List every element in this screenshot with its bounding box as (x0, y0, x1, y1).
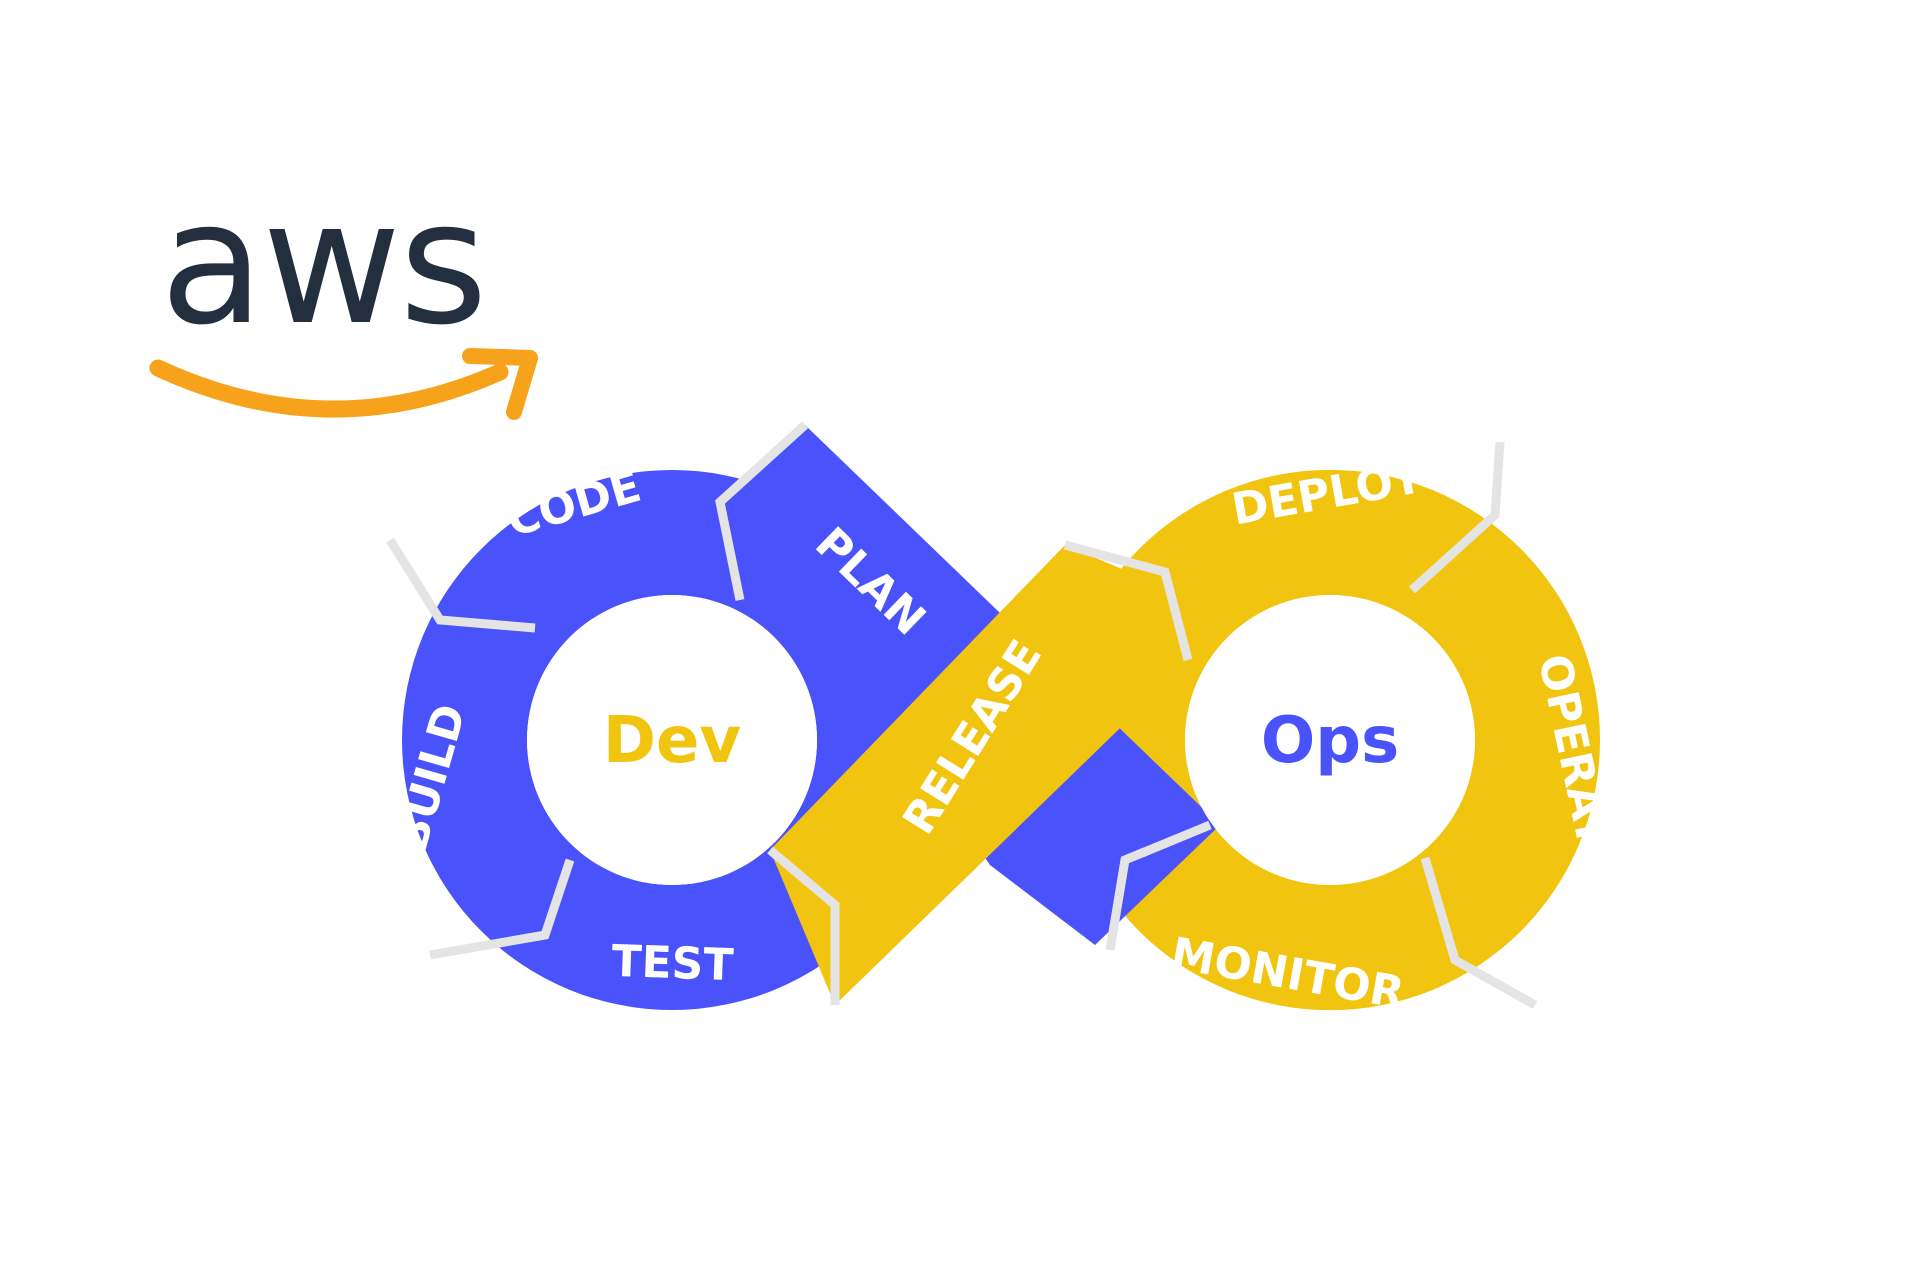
aws-smile-arrow (149, 359, 509, 418)
separator-code-build (386, 537, 536, 633)
dev-center-hole (527, 595, 817, 885)
separator-test-release (767, 846, 840, 1005)
separator-build-test (429, 858, 575, 960)
ops-center-hole (1185, 595, 1475, 885)
dev-center-label: Dev (603, 704, 741, 778)
separator-operate-monitor (1420, 856, 1538, 1009)
aws-logo: aws (149, 165, 538, 420)
separator-code-plan (715, 421, 809, 601)
ops-loop (1060, 469, 1600, 1011)
release-band (770, 545, 1185, 1005)
separator-monitor-plan (1105, 820, 1212, 951)
aws-logo-text: aws (160, 165, 486, 363)
stage-label-test: TEST (611, 936, 734, 991)
separator-deploy-operate (1408, 441, 1505, 594)
ops-center-label: Ops (1261, 704, 1399, 778)
aws-smile-arrowhead (462, 348, 538, 420)
segment-separators (386, 421, 1538, 1009)
ops-ring (1060, 469, 1600, 1011)
separator-release-deploy (1063, 540, 1193, 662)
